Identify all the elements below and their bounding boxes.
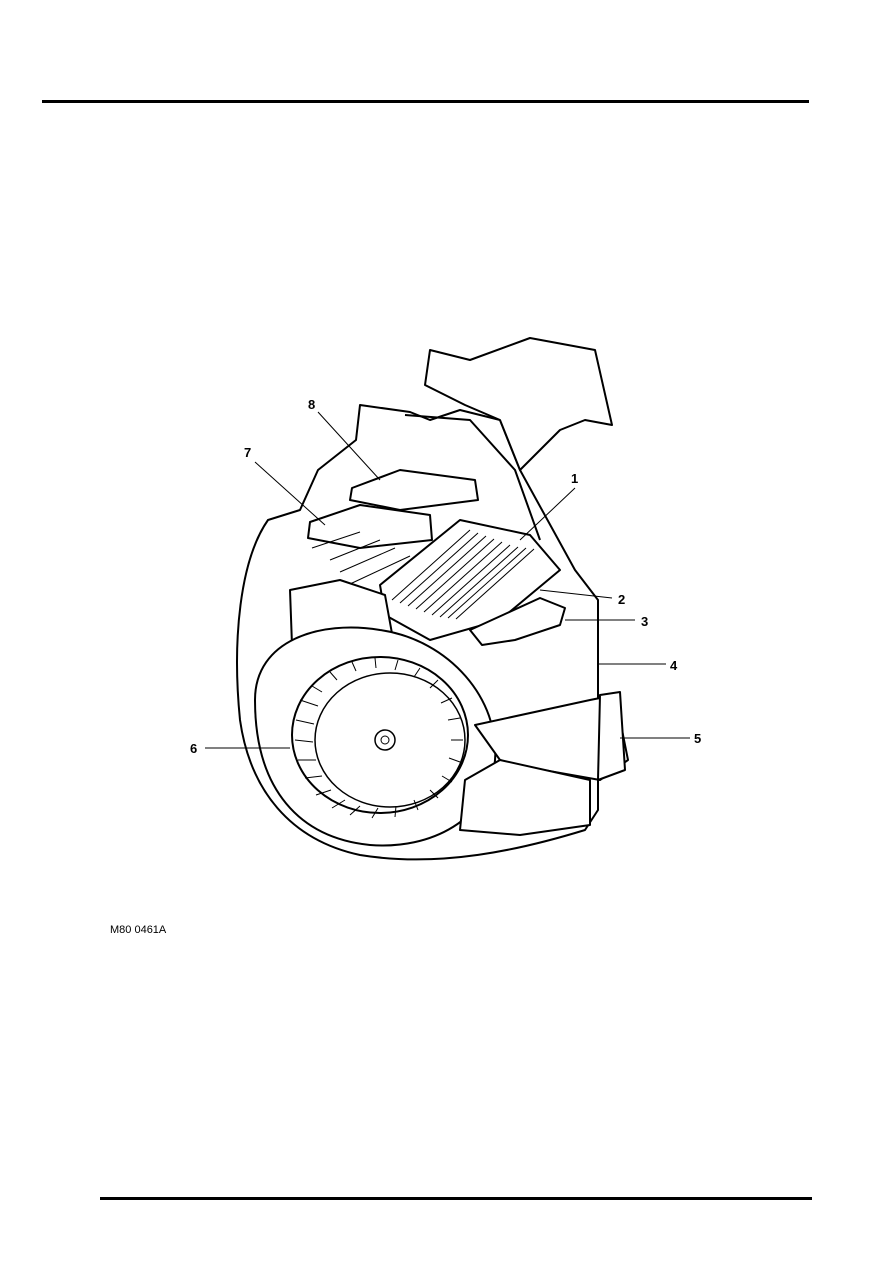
bracket	[469, 597, 566, 646]
figure-reference: M80 0461A	[110, 924, 167, 936]
fan-hub	[374, 729, 396, 751]
outlet-flap	[597, 691, 626, 781]
callout-6: 6	[190, 741, 198, 756]
matrix-fins	[391, 529, 535, 620]
callout-3: 3	[641, 614, 649, 629]
filter-cover-upper	[349, 469, 479, 511]
header-rule	[42, 100, 809, 103]
callout-1: 1	[571, 471, 579, 486]
fan-hub-center	[380, 735, 390, 745]
leader-7	[254, 461, 326, 526]
callout-8: 8	[308, 397, 316, 412]
callout-7: 7	[244, 445, 252, 460]
lower-outlet	[459, 759, 591, 836]
callout-2: 2	[618, 592, 626, 607]
callout-4: 4	[670, 658, 678, 673]
leader-8	[317, 411, 381, 481]
fan-wheel-outer	[291, 656, 469, 814]
fan-wheel-inner	[314, 672, 466, 808]
leader-1	[519, 487, 576, 541]
top-duct	[424, 337, 613, 471]
leader-2	[539, 589, 613, 599]
callout-5: 5	[694, 731, 702, 746]
duct-divider	[404, 414, 541, 541]
fan-blades	[294, 657, 463, 819]
filter-fins	[311, 531, 411, 585]
footer-rule	[100, 1197, 812, 1200]
filter-cover-lower	[307, 504, 433, 549]
